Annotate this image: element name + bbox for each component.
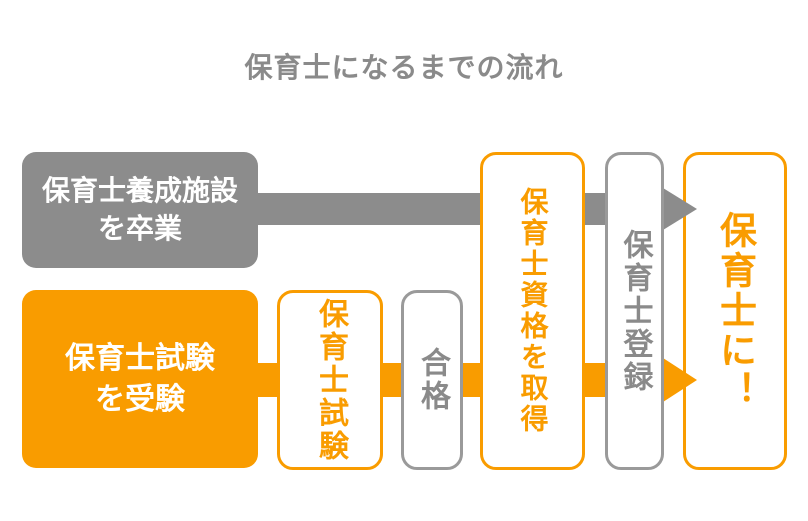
start-box-training-line2: を卒業	[97, 213, 182, 244]
start-box-training-line1: 保育士養成施設	[41, 175, 238, 206]
step-box-registration: 保育士登録	[605, 152, 664, 470]
start-box-exam-line2: を受験	[95, 383, 185, 416]
step-label-hoikushi-exam: 保育士試験	[314, 297, 347, 463]
bottom-route-arrow-head-icon	[663, 358, 697, 402]
step-box-pass: 合格	[401, 290, 463, 470]
top-route-arrow-head-icon	[663, 188, 697, 230]
step-label-become-hoikushi: 保育士に！	[714, 211, 756, 411]
step-label-registration: 保育士登録	[618, 228, 652, 394]
step-label-pass: 合格	[416, 347, 449, 413]
page-title: 保育士になるまでの流れ	[244, 52, 564, 83]
step-box-become-hoikushi: 保育士に！	[683, 152, 787, 470]
step-label-acquire-license: 保育士資格を取得	[517, 187, 549, 435]
start-box-training-facility: 保育士養成施設 を卒業	[22, 152, 258, 268]
start-box-exam-route: 保育士試験 を受験	[22, 290, 258, 468]
top-route-arrow-bar	[258, 193, 663, 225]
step-box-hoikushi-exam: 保育士試験	[277, 290, 383, 470]
start-box-exam-line1: 保育士試験	[65, 342, 215, 375]
step-box-acquire-license: 保育士資格を取得	[480, 152, 585, 470]
